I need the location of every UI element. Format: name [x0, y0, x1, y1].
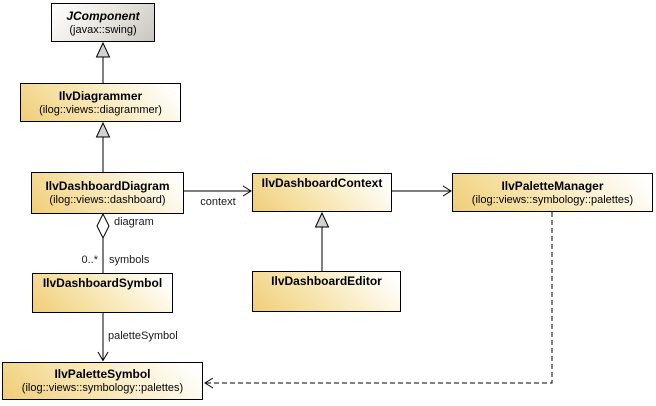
class-ilvpalettesymbol[interactable]: IlvPaletteSymbol (ilog::views::symbology… [2, 362, 203, 400]
class-ilvdashboardsymbol[interactable]: IlvDashboardSymbol [32, 273, 173, 313]
class-ilvdashboardcontext[interactable]: IlvDashboardContext [252, 173, 392, 212]
edge-label-symbols: symbols [109, 254, 150, 266]
edge-label-context: context [200, 196, 236, 208]
class-ilvdashboarddiagram[interactable]: IlvDashboardDiagram (ilog::views::dashbo… [31, 172, 184, 214]
class-package: (ilog::views::dashboard) [49, 194, 166, 206]
class-name: IlvDashboardEditor [271, 274, 382, 288]
generalization-editor-to-context [314, 211, 330, 271]
class-ilvdashboardeditor[interactable]: IlvDashboardEditor [252, 271, 401, 312]
edge-label-multiplicity: 0..* [81, 254, 98, 266]
association-context [184, 185, 252, 197]
class-name: IlvDashboardContext [261, 176, 383, 190]
class-package: (ilog::views::symbology::palettes) [21, 382, 184, 394]
class-ilvdiagrammer[interactable]: IlvDiagrammer (ilog::views::diagrammer) [20, 83, 181, 122]
generalization-diagrammer-to-jcomponent [95, 41, 111, 83]
class-name: JComponent [66, 8, 140, 23]
class-package: (ilog::views::diagrammer) [39, 103, 162, 116]
aggregation-diagram-symbols [96, 212, 110, 273]
class-ilvpalettemanager[interactable]: IlvPaletteManager (ilog::views::symbolog… [452, 173, 653, 212]
class-package: (ilog::views::symbology::palettes) [471, 193, 634, 206]
class-name: IlvDashboardDiagram [45, 179, 170, 193]
edge-label-diagram: diagram [114, 216, 154, 228]
class-name: IlvPaletteSymbol [54, 367, 151, 381]
class-name: IlvPaletteManager [501, 178, 604, 193]
class-name: IlvDashboardSymbol [42, 276, 163, 290]
class-package: (javax::swing) [69, 23, 137, 36]
association-palettesymbol [97, 313, 109, 362]
edge-label-palettesymbol: paletteSymbol [108, 330, 178, 342]
generalization-dashboarddiagram-to-diagrammer [95, 121, 111, 172]
class-jcomponent[interactable]: JComponent (javax::swing) [51, 3, 155, 42]
class-name: IlvDiagrammer [58, 88, 143, 103]
association-context-to-palettemanager [392, 185, 452, 197]
